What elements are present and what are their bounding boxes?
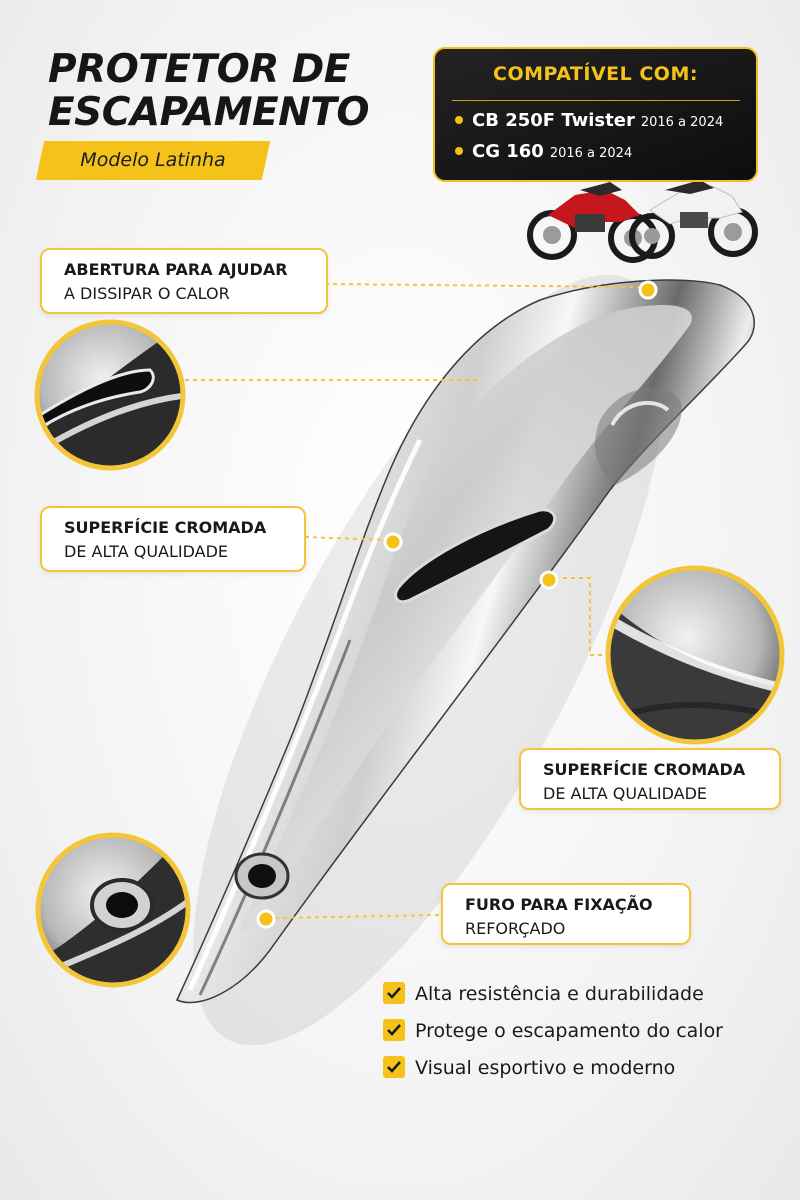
feature-item: Protege o escapamento do calor [383,1018,723,1046]
page-title: PROTETOR DE ESCAPAMENTO [48,48,408,134]
callout-surface-left-line2: DE ALTA QUALIDADE [64,542,229,561]
compat-model: CG 160 [472,141,544,162]
callout-hole: FURO PARA FIXAÇÃO REFORÇADO [441,883,691,945]
compat-box [433,47,758,182]
callout-surface-right-line2: DE ALTA QUALIDADE [543,784,708,803]
feature-item: Visual esportivo e moderno [383,1055,676,1083]
callout-surface-right: SUPERFÍCIE CROMADA DE ALTA QUALIDADE [519,748,781,810]
callout-hole-line1: FURO PARA FIXAÇÃO [465,895,653,914]
compat-item: CG 160 2016 a 2024 [455,141,632,162]
feature-text: Visual esportivo e moderno [415,1057,676,1079]
bullet-dot-icon [455,115,463,124]
motorcycles-image [527,180,758,263]
compat-title: COMPATÍVEL COM: [493,63,698,85]
compat-years: 2016 a 2024 [549,146,633,161]
callout-vent: ABERTURA PARA AJUDAR A DISSIPAR O CALOR [40,248,328,314]
feature-text: Protege o escapamento do calor [415,1020,723,1042]
compat-item: CB 250F Twister 2016 a 2024 [455,110,723,131]
feature-item: Alta resistência e durabilidade [383,981,704,1009]
callout-surface-left: SUPERFÍCIE CROMADA DE ALTA QUALIDADE [40,506,306,572]
title-line-1: PROTETOR DE [48,47,350,92]
check-icon [383,981,405,1004]
check-icon [383,1055,405,1078]
white-motorcycle-icon [629,180,758,259]
exhaust-protector-image [175,279,755,1004]
callout-vent-line2: A DISSIPAR O CALOR [64,284,230,303]
zoom-surface-image [605,565,785,745]
zoom-hole-image [35,832,191,988]
callout-hole-line2: REFORÇADO [465,919,566,938]
zoom-vent-image [34,319,186,471]
compat-years: 2016 a 2024 [640,115,724,130]
title-line-2: ESCAPAMENTO [48,90,370,135]
callout-connectors [185,283,641,919]
red-motorcycle-icon [527,182,658,263]
compat-model: CB 250F Twister [472,110,635,131]
bullet-dot-icon [455,146,463,155]
model-tag-label: Modelo Latinha [80,149,226,171]
callout-vent-line1: ABERTURA PARA AJUDAR [64,260,288,279]
callout-surface-left-line1: SUPERFÍCIE CROMADA [64,518,267,537]
callout-markers [256,280,658,929]
check-icon [383,1018,405,1041]
compat-divider [452,100,740,101]
feature-text: Alta resistência e durabilidade [415,983,704,1005]
callout-surface-right-line1: SUPERFÍCIE CROMADA [543,760,746,779]
